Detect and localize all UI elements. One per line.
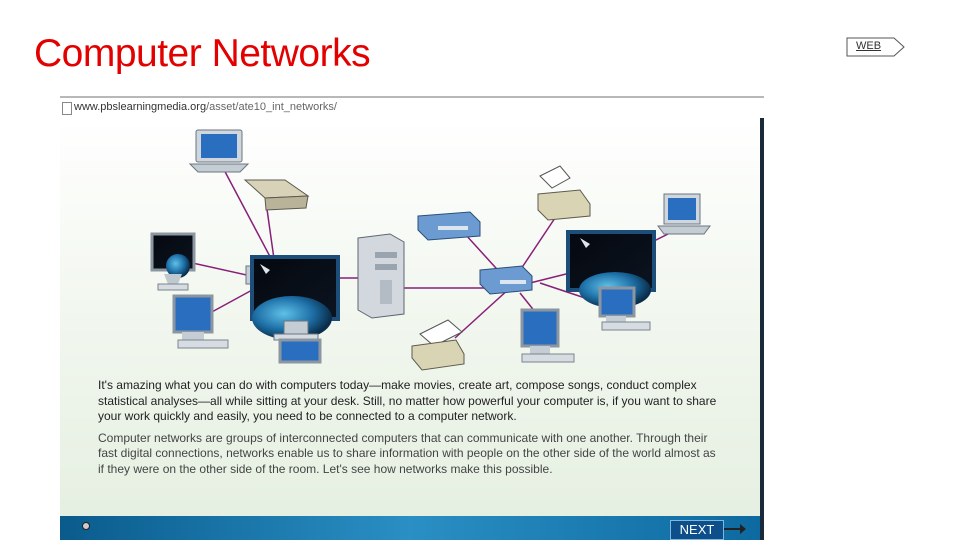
server-tower-icon [358, 234, 404, 318]
printer-icon [538, 166, 590, 220]
monitor-icon-bottom-left [174, 296, 228, 348]
arrow-right-icon [724, 528, 744, 530]
scrollbar[interactable] [760, 118, 764, 540]
monitor-icon [152, 234, 194, 290]
network-diagram [60, 118, 760, 378]
embedded-screenshot: www.pbslearningmedia.org/asset/ate10_int… [60, 96, 764, 540]
navigation-bar: NEXT [60, 516, 760, 540]
scanner-icon [245, 180, 308, 210]
router-icon [418, 212, 480, 240]
definition-paragraph: Computer networks are groups of intercon… [98, 431, 718, 478]
progress-dot-icon [82, 522, 90, 530]
hub-icon [480, 266, 532, 294]
intro-paragraph: It's amazing what you can do with comput… [98, 378, 718, 425]
monitor-icon-bottom [280, 340, 320, 362]
web-link-button[interactable]: WEB [846, 37, 906, 57]
next-button[interactable]: NEXT [670, 520, 724, 540]
web-link-label: WEB [856, 40, 881, 52]
laptop-icon [190, 130, 248, 172]
url-host: www.pbslearningmedia.org [74, 101, 206, 113]
laptop-icon-right [658, 194, 710, 234]
large-monitor-icon [252, 257, 338, 340]
url-path: /asset/ate10_int_networks/ [206, 101, 337, 113]
slide-title: Computer Networks [34, 32, 370, 76]
lesson-text: It's amazing what you can do with comput… [98, 378, 718, 483]
monitor-icon-bottom-right [522, 310, 574, 362]
fax-icon [412, 320, 464, 370]
page-icon [62, 102, 72, 115]
